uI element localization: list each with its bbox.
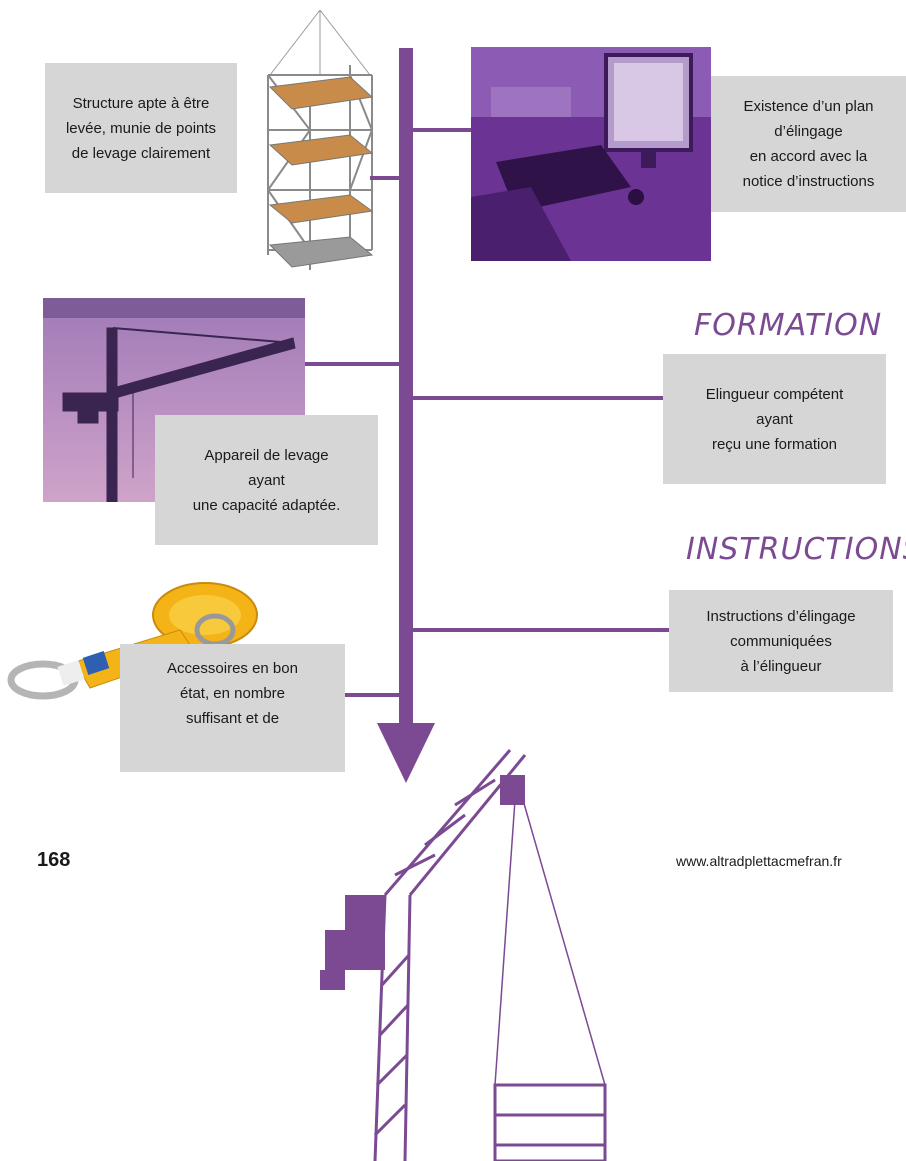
- connector-structure: [370, 176, 400, 180]
- crane-lifting-scaffold-image: [285, 745, 685, 1161]
- structure-line-1: Structure apte à être: [72, 94, 210, 112]
- office-computer-photo: [471, 47, 711, 261]
- instructions-box: Instructions d’élingage communiquées à l…: [669, 590, 893, 692]
- accessoires-line-3: suffisant et de: [185, 710, 280, 727]
- instructions-line-1: Instructions d’élingage: [706, 607, 856, 625]
- connector-formation: [413, 396, 663, 400]
- appareil-line-1: Appareil de levage: [204, 446, 329, 464]
- connector-accessoires: [345, 693, 399, 697]
- appareil-box: Appareil de levage ayant une capacité ad…: [155, 415, 378, 545]
- formation-heading: FORMATION: [694, 308, 883, 343]
- plan-box: Existence d’un plan d’élingage en accord…: [711, 76, 906, 212]
- down-arrow-icon: [377, 723, 435, 783]
- scaffold-tower-image: [240, 5, 400, 285]
- structure-line-3: de levage clairement: [71, 144, 211, 162]
- page-number: 168: [37, 849, 71, 871]
- appareil-line-3: une capacité adaptée.: [192, 496, 341, 514]
- instructions-heading: INSTRUCTIONS: [686, 532, 906, 567]
- formation-line-2: ayant: [756, 410, 793, 428]
- instructions-line-2: communiquées: [730, 632, 832, 650]
- accessoires-line-2: état, en nombre: [179, 685, 286, 702]
- plan-line-3: en accord avec la: [749, 148, 868, 165]
- structure-line-2: levée, munie de points: [65, 119, 217, 137]
- plan-line-4: notice d’instructions: [742, 173, 875, 190]
- formation-box: Elingueur compétent ayant reçu une forma…: [663, 354, 886, 484]
- structure-box: Structure apte à être levée, munie de po…: [45, 63, 237, 193]
- vertical-axis-line: [399, 48, 413, 728]
- footer-url: www.altradplettacmefran.fr: [676, 853, 842, 869]
- appareil-line-2: ayant: [248, 471, 285, 489]
- connector-instructions: [413, 628, 669, 632]
- plan-line-2: d’élingage: [774, 123, 843, 140]
- accessoires-line-1: Accessoires en bon: [167, 660, 298, 677]
- accessoires-box: Accessoires en bon état, en nombre suffi…: [120, 644, 345, 772]
- instructions-line-3: à l’élingueur: [740, 657, 822, 675]
- connector-appareil: [305, 362, 399, 366]
- formation-line-1: Elingueur compétent: [705, 385, 844, 403]
- plan-line-1: Existence d’un plan: [743, 98, 874, 115]
- connector-plan: [413, 128, 471, 132]
- formation-line-3: reçu une formation: [711, 435, 838, 453]
